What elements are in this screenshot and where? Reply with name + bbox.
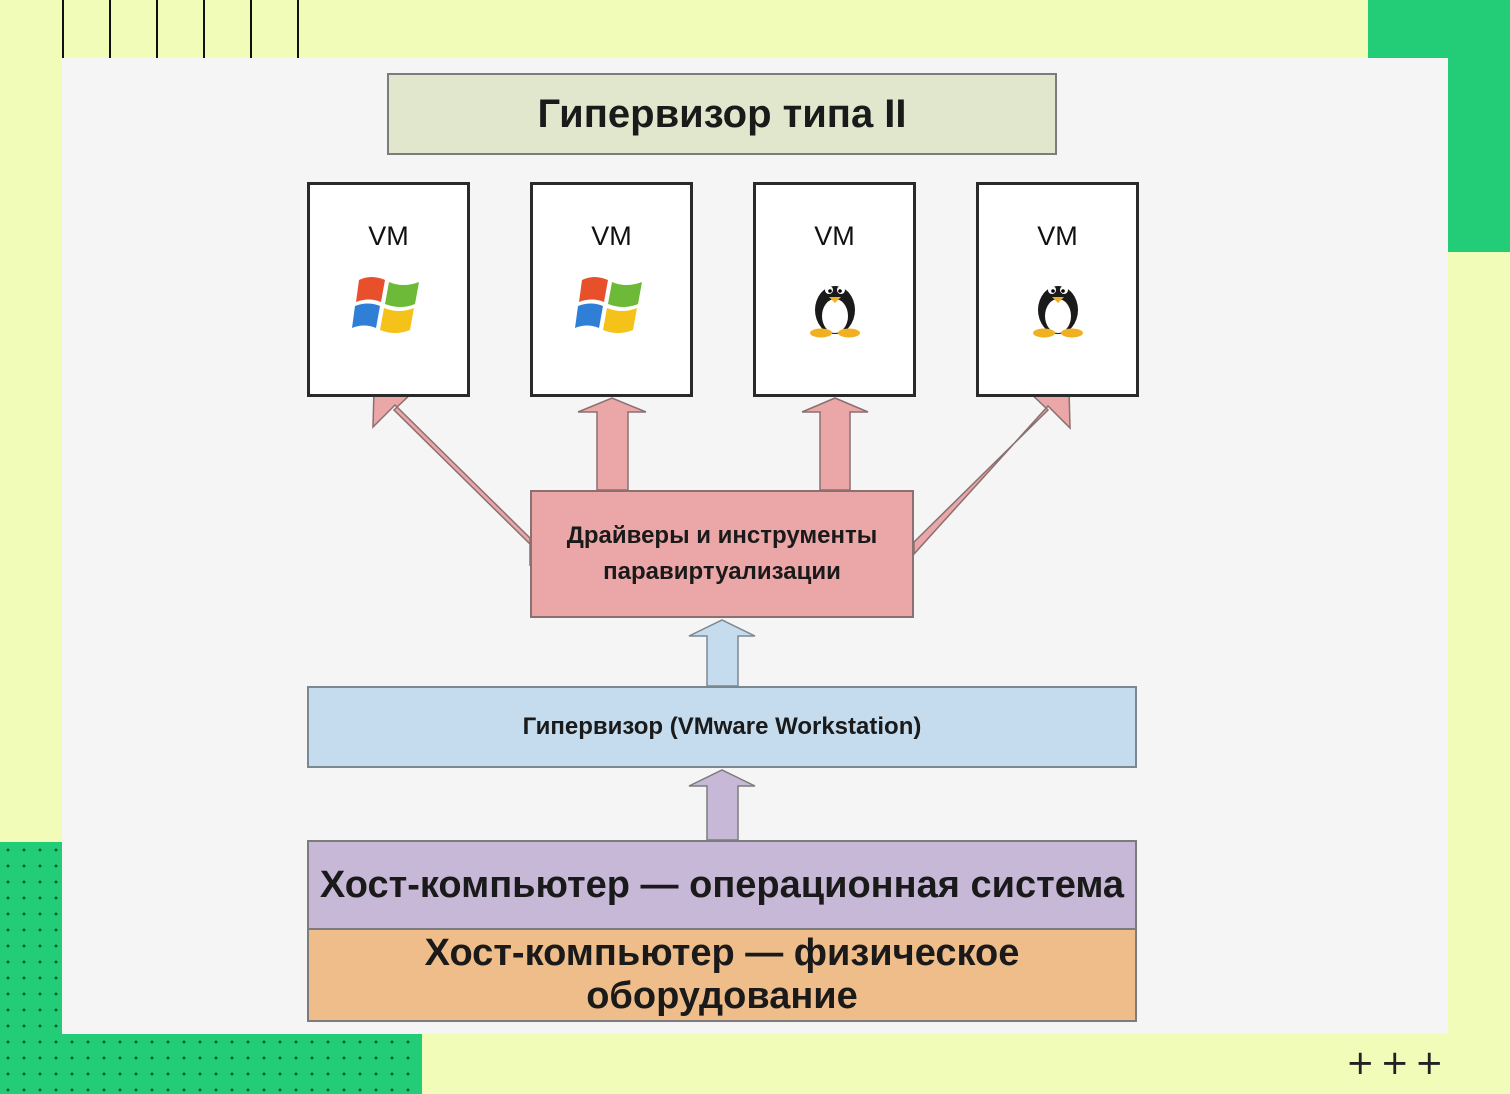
arrow-to-vm-2 <box>577 397 647 491</box>
linux-tux-icon <box>809 286 860 338</box>
vm-box-2: VM <box>530 182 693 397</box>
vm-label: VM <box>1037 221 1078 251</box>
vm-label: VM <box>591 221 632 251</box>
vm-box-3: VM <box>753 182 916 397</box>
arrow-hypervisor-to-drivers <box>688 619 756 687</box>
diagram-title: Гипервизор типа II <box>387 73 1057 155</box>
decorative-plus-signs: +++ <box>1346 1043 1450 1083</box>
hypervisor-box: Гипервизор (VMware Workstation) <box>307 686 1137 768</box>
decorative-lines <box>62 0 302 58</box>
vm-label: VM <box>814 221 855 251</box>
vm-box-1: VM <box>307 182 470 397</box>
vm-box-4: VM <box>976 182 1139 397</box>
windows-logo-icon <box>574 277 642 333</box>
windows-logo-icon <box>351 277 419 333</box>
host-os-box: Хост-компьютер — операционная система <box>307 840 1137 930</box>
arrow-to-vm-1 <box>372 388 533 567</box>
linux-tux-icon <box>1032 286 1083 338</box>
diagram-card: Гипервизор типа II VM VM VM <box>62 58 1448 1034</box>
host-hardware-box: Хост-компьютер — физическое оборудование <box>307 930 1137 1022</box>
arrow-host-to-hypervisor <box>688 769 756 841</box>
paravirtualization-drivers-box: Драйверы и инструменты паравиртуализации <box>530 490 914 618</box>
arrow-to-vm-3 <box>801 397 869 491</box>
arrow-to-vm-4 <box>913 388 1071 556</box>
vm-label: VM <box>368 221 409 251</box>
